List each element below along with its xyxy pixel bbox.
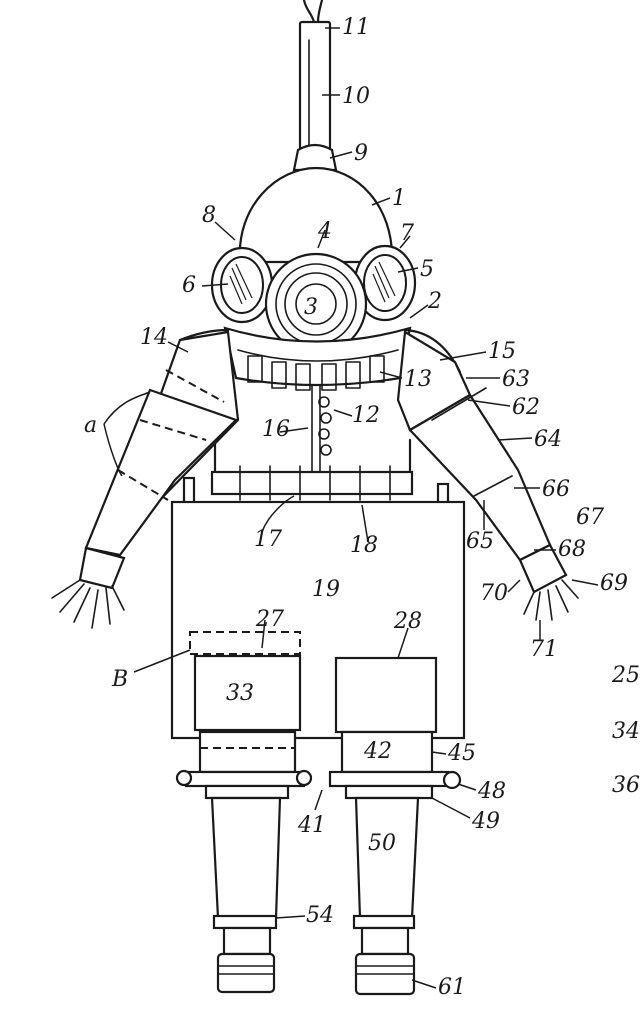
margin-label-34: 34 bbox=[612, 719, 640, 744]
label-71: 71 bbox=[530, 637, 558, 662]
margin-label-25: 25 bbox=[611, 663, 640, 688]
breastplate-collar bbox=[223, 326, 412, 391]
right-leg bbox=[328, 730, 462, 996]
label-6: 6 bbox=[182, 273, 196, 298]
left-arm-sleeve bbox=[51, 330, 240, 629]
label-10: 10 bbox=[342, 84, 370, 109]
label-68: 68 bbox=[558, 537, 586, 562]
right-glove bbox=[523, 579, 579, 621]
label-27: 27 bbox=[255, 607, 284, 632]
leader-lines bbox=[103, 27, 599, 989]
label-12: 12 bbox=[352, 403, 380, 428]
label-13: 13 bbox=[404, 367, 432, 392]
label-66: 66 bbox=[542, 477, 570, 502]
label-61: 61 bbox=[438, 975, 466, 1000]
air-hose bbox=[298, 0, 332, 152]
label-65: 65 bbox=[466, 529, 494, 554]
label-64: 64 bbox=[534, 427, 562, 452]
label-63: 63 bbox=[502, 367, 530, 392]
label-41: 41 bbox=[297, 813, 326, 838]
label-42: 42 bbox=[363, 739, 392, 764]
label-48: 48 bbox=[477, 779, 506, 804]
label-4: 4 bbox=[317, 219, 332, 244]
label-33: 33 bbox=[226, 681, 254, 706]
label-18: 18 bbox=[350, 533, 378, 558]
label-2: 2 bbox=[427, 289, 442, 314]
label-15: 15 bbox=[488, 339, 516, 364]
label-50: 50 bbox=[368, 831, 396, 856]
label-45: 45 bbox=[447, 741, 476, 766]
label-8: 8 bbox=[202, 203, 216, 228]
label-69: 69 bbox=[600, 571, 628, 596]
suit-torso bbox=[178, 328, 462, 518]
label-28: 28 bbox=[393, 609, 422, 634]
label-5: 5 bbox=[420, 257, 434, 282]
right-arm-sleeve bbox=[396, 330, 579, 621]
label-B: B bbox=[111, 667, 128, 692]
label-19: 19 bbox=[312, 577, 340, 602]
margin-label-36: 36 bbox=[612, 773, 640, 798]
label-a: a bbox=[84, 413, 97, 438]
label-54: 54 bbox=[306, 903, 334, 928]
left-leg bbox=[175, 730, 313, 994]
label-14: 14 bbox=[140, 325, 168, 350]
reference-labels: 11 10 9 1 8 4 7 6 5 3 2 14 15 13 63 62 a… bbox=[84, 15, 640, 1000]
label-17: 17 bbox=[254, 527, 282, 552]
label-3: 3 bbox=[304, 295, 318, 320]
left-glove bbox=[51, 579, 125, 629]
label-1: 1 bbox=[392, 186, 406, 211]
label-49: 49 bbox=[471, 809, 500, 834]
trousers bbox=[170, 500, 466, 740]
label-7: 7 bbox=[400, 221, 414, 246]
label-11: 11 bbox=[342, 15, 370, 40]
label-70: 70 bbox=[480, 581, 508, 606]
diving-helmet bbox=[210, 143, 417, 356]
label-62: 62 bbox=[512, 395, 540, 420]
label-67: 67 bbox=[576, 505, 604, 530]
label-9: 9 bbox=[354, 141, 368, 166]
label-16: 16 bbox=[262, 417, 290, 442]
